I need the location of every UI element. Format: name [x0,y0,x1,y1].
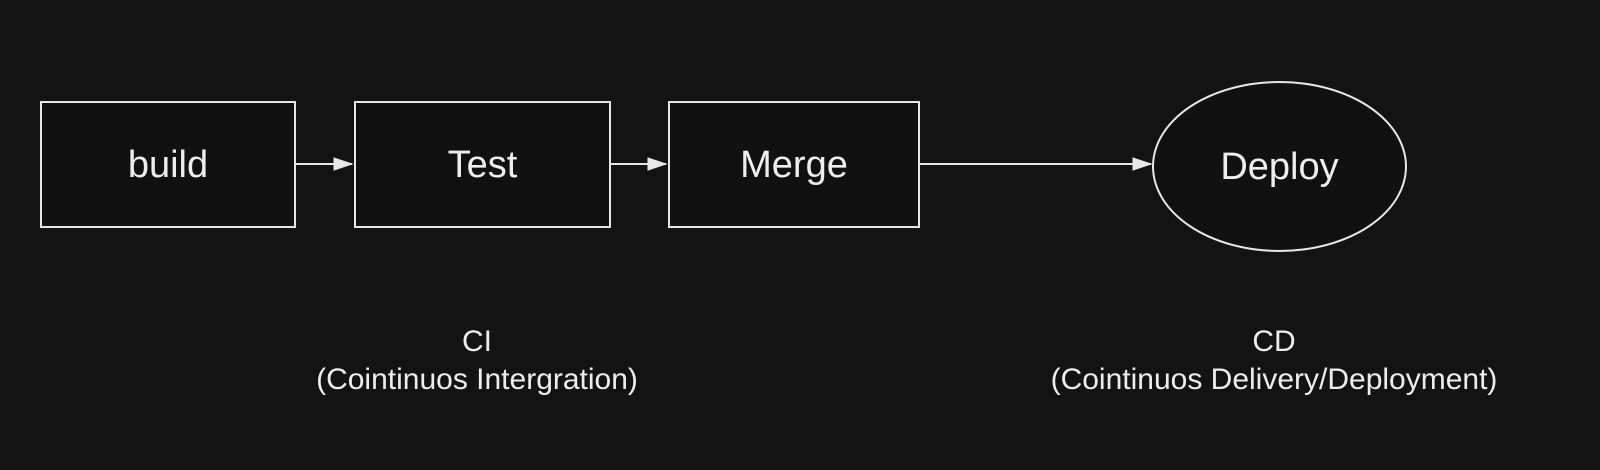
caption-cd-subtitle: (Cointinuos Delivery/Deployment) [1050,363,1498,396]
caption-cd-title: CD [1252,325,1296,358]
node-deploy: Deploy [1152,81,1407,252]
node-merge-label: Merge [740,143,848,186]
caption-ci-subtitle: (Cointinuos Intergration) [316,363,638,396]
caption-ci: CI (Cointinuos Intergration) [316,323,638,399]
node-build: build [40,101,296,228]
caption-ci-title: CI [461,325,492,358]
node-test-label: Test [447,143,518,186]
caption-cd: CD (Cointinuos Delivery/Deployment) [1051,323,1498,399]
node-test: Test [354,101,611,228]
node-merge: Merge [668,101,920,228]
node-build-label: build [127,143,209,186]
node-deploy-label: Deploy [1220,145,1339,188]
